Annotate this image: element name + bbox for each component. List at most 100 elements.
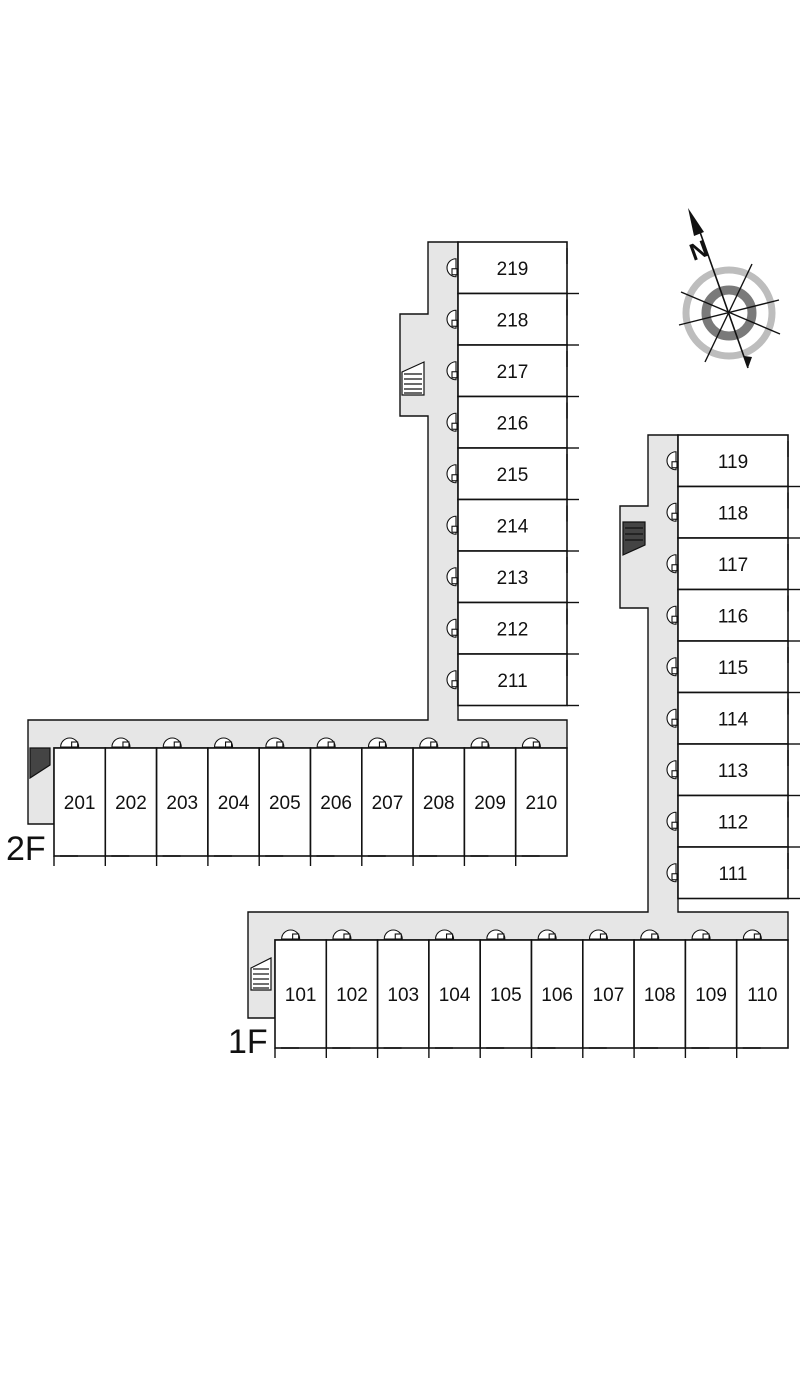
- room-unit: 107: [581, 929, 635, 1058]
- door-icon: [446, 258, 458, 278]
- compass-north-letter: N: [686, 235, 712, 266]
- room-number: 111: [719, 864, 748, 885]
- room-unit: 203: [155, 737, 209, 866]
- floor-1-bottom-units: 101 102 103 104 105 106 107 108 109 110: [274, 929, 789, 1058]
- room-unit: 115: [666, 640, 800, 694]
- room-number: 110: [747, 985, 777, 1006]
- door-icon: [521, 737, 541, 748]
- room-number: 117: [718, 555, 748, 576]
- room-unit: 111: [666, 846, 800, 900]
- room-number: 116: [718, 606, 748, 627]
- floor-2-label: 2F: [6, 830, 46, 868]
- room-unit: 103: [376, 929, 430, 1058]
- door-icon: [316, 737, 336, 748]
- room-number: 204: [218, 793, 250, 814]
- room-unit: 108: [633, 929, 687, 1058]
- door-icon: [588, 929, 609, 940]
- room-unit: 106: [530, 929, 584, 1058]
- room-number: 214: [497, 516, 529, 537]
- door-icon: [111, 737, 131, 748]
- room-number: 101: [285, 985, 317, 1006]
- room-number: 205: [269, 793, 301, 814]
- room-unit: 117: [666, 537, 800, 591]
- room-unit: 101: [274, 929, 328, 1058]
- door-icon: [742, 929, 762, 940]
- room-unit: 211: [446, 653, 579, 707]
- door-icon: [666, 451, 678, 471]
- room-unit: 102: [325, 929, 379, 1058]
- door-icon: [332, 929, 352, 940]
- room-unit: 119: [666, 434, 800, 488]
- floor-1-stair-upper: [622, 521, 646, 556]
- room-number: 109: [695, 985, 727, 1006]
- room-unit: 104: [428, 929, 481, 1058]
- room-unit: 214: [446, 498, 579, 552]
- room-number: 219: [497, 259, 529, 280]
- room-unit: 208: [412, 737, 466, 866]
- door-icon: [666, 605, 678, 625]
- room-unit: 216: [446, 395, 579, 449]
- door-icon: [446, 464, 458, 484]
- room-number: 206: [320, 793, 352, 814]
- room-number: 213: [497, 568, 529, 589]
- room-unit: 204: [207, 737, 260, 866]
- room-unit: 217: [446, 344, 579, 398]
- door-icon: [162, 737, 182, 748]
- floor-2-stair-upper: [401, 361, 425, 396]
- room-number: 208: [423, 793, 455, 814]
- room-unit: 209: [463, 737, 517, 866]
- room-number: 119: [718, 452, 748, 473]
- door-icon: [60, 737, 80, 748]
- room-unit: 118: [666, 485, 800, 539]
- door-icon: [666, 708, 678, 728]
- room-unit: 110: [735, 929, 789, 1058]
- room-unit: 201: [53, 737, 107, 866]
- room-unit: 219: [446, 241, 579, 295]
- room-number: 218: [497, 310, 529, 331]
- door-icon: [446, 515, 458, 535]
- room-number: 202: [115, 793, 147, 814]
- door-icon: [666, 554, 678, 574]
- floor-1-stair-lower: [250, 957, 272, 991]
- room-unit: 213: [446, 550, 579, 604]
- room-number: 207: [372, 793, 404, 814]
- room-number: 209: [474, 793, 506, 814]
- door-icon: [666, 863, 678, 883]
- room-number: 103: [387, 985, 419, 1006]
- door-icon: [537, 929, 557, 940]
- floor-2-bottom-units: 201 202 203 204 205 206 207 208 209 210: [53, 737, 568, 866]
- room-unit: 218: [446, 292, 579, 346]
- room-number: 203: [166, 793, 198, 814]
- door-icon: [446, 361, 458, 381]
- room-unit: 212: [446, 601, 579, 655]
- door-icon: [434, 929, 455, 940]
- door-icon: [691, 929, 711, 940]
- door-icon: [281, 929, 301, 940]
- door-icon: [367, 737, 388, 748]
- door-icon: [486, 929, 506, 940]
- room-unit: 205: [258, 737, 312, 866]
- door-icon: [640, 929, 660, 940]
- room-number: 201: [64, 793, 96, 814]
- floor-2-stair-lower: [29, 747, 51, 780]
- door-icon: [470, 737, 490, 748]
- floor-1-corridor: [247, 434, 789, 1019]
- room-number: 105: [490, 985, 522, 1006]
- room-number: 106: [541, 985, 573, 1006]
- room-number: 104: [439, 985, 471, 1006]
- room-unit: 207: [360, 737, 414, 866]
- door-icon: [446, 670, 458, 690]
- door-icon: [666, 811, 678, 831]
- room-number: 108: [644, 985, 676, 1006]
- room-unit: 206: [309, 737, 363, 866]
- room-unit: 112: [666, 794, 800, 848]
- room-unit: 210: [514, 737, 568, 866]
- room-unit: 116: [666, 588, 800, 642]
- room-number: 217: [497, 362, 529, 383]
- room-number: 212: [497, 619, 529, 640]
- door-icon: [666, 657, 678, 677]
- door-icon: [446, 309, 458, 329]
- room-unit: 114: [666, 691, 800, 745]
